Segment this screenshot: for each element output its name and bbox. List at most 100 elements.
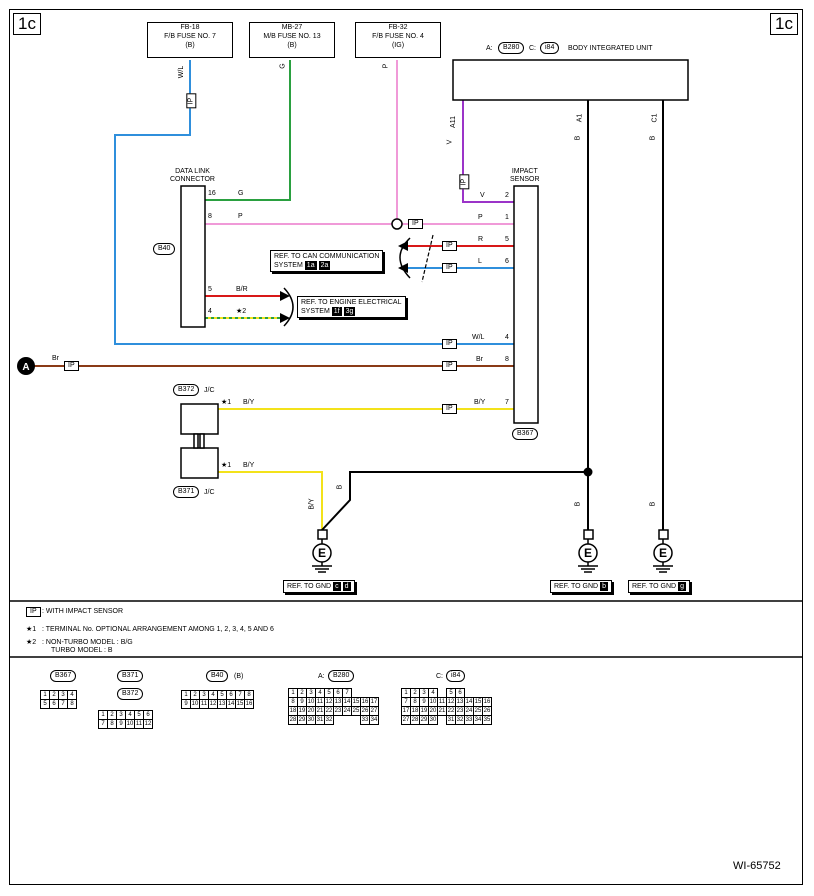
conn-b280-prefix: A:: [318, 673, 325, 680]
splice-p: [391, 218, 403, 230]
section-tag-right: 1c: [770, 13, 798, 35]
body-unit-prefix-c: C:: [529, 45, 536, 52]
legend-star2-label: ★2: [26, 639, 37, 646]
conn-b280-label: B280: [328, 670, 355, 682]
label-v-top: V: [446, 139, 454, 145]
legend-star1-text: : TERMINAL No. OPTIONAL ARRANGEMENT AMON…: [42, 626, 274, 633]
label-b-gnd1: B: [336, 484, 344, 490]
sensor-pin-2: 2: [505, 192, 509, 199]
label-p-dlc: P: [238, 213, 243, 220]
ground-e-3: E: [659, 546, 667, 560]
ground-e-2: E: [584, 546, 592, 560]
label-a1: A1: [576, 113, 584, 123]
section-tag-left: 1c: [13, 13, 41, 35]
sensor-pin-1: 1: [505, 214, 509, 221]
ip-box-by: IP: [442, 404, 457, 414]
point-a-label: A: [22, 362, 29, 373]
legend-star2-text: : NON-TURBO MODEL : B/G: [42, 639, 133, 646]
point-a-circle: [17, 357, 35, 375]
sensor-pin-6: 6: [505, 258, 509, 265]
label-c1: C1: [651, 113, 659, 123]
conn-b372-label: B372: [117, 688, 144, 700]
jc-b372-label: J/C: [204, 387, 215, 394]
jc-b371-label: J/C: [204, 489, 215, 496]
label-star1-bottom: ★1: [221, 462, 232, 469]
sensor-pin-7: 7: [505, 399, 509, 406]
ip-box-br-left: IP: [64, 361, 79, 371]
label-star1-top: ★1: [221, 399, 232, 406]
conn-i84-label: i84: [446, 670, 466, 682]
label-g-top: G: [279, 63, 287, 69]
label-r-sensor: R: [478, 236, 484, 243]
legend-ip-box: IP: [26, 607, 41, 617]
body-unit-name: BODY INTEGRATED UNIT: [568, 45, 653, 52]
dlc-pin-16: 16: [208, 190, 216, 197]
sensor-pin-8: 8: [505, 356, 509, 363]
label-b-gnd3: B: [649, 501, 657, 507]
label-wl-sensor: W/L: [472, 334, 485, 341]
wire-b-gnd1: [321, 471, 588, 531]
legend-ip-text: : WITH IMPACT SENSOR: [42, 608, 124, 615]
ground-symbols: [312, 529, 673, 573]
figure-id: WI-65752: [733, 860, 781, 872]
arrow-engine-br: [280, 291, 290, 301]
ip-box-wl: IP: [186, 93, 197, 109]
wire-wl: [114, 60, 514, 345]
sensor-pin-5: 5: [505, 236, 509, 243]
conn-b40-suffix: (B): [234, 673, 244, 680]
jc-b372-conn: B372: [173, 384, 200, 396]
dlc-pin-4: 4: [208, 308, 212, 315]
ip-box-br-right: IP: [442, 361, 457, 371]
impact-sensor-box: [513, 185, 539, 424]
label-star2-dlc: ★2: [236, 308, 247, 315]
wire-g: [205, 60, 291, 201]
dlc-conn: B40: [153, 243, 176, 255]
jc-b371-conn: B371: [173, 486, 200, 498]
conn-b371-label: B371: [117, 670, 144, 682]
label-by-sensor: B/Y: [474, 399, 486, 406]
arrow-engine-bg: [280, 313, 290, 323]
ip-box-r: IP: [442, 241, 457, 251]
ip-box-l: IP: [442, 263, 457, 273]
label-by-jc-top: B/Y: [243, 399, 255, 406]
impact-conn: B367: [512, 428, 539, 440]
label-a11: A11: [449, 116, 457, 128]
dlc-pin-5: 5: [208, 286, 212, 293]
bracket-can: [399, 237, 411, 279]
label-by-gnd1: B/Y: [308, 498, 316, 510]
label-p-top: P: [382, 63, 390, 69]
body-unit-prefix-a: A:: [486, 45, 493, 52]
conn-i84-prefix: C:: [436, 673, 443, 680]
body-unit-box: [452, 59, 689, 101]
legend-star2-text2: TURBO MODEL : B: [51, 647, 113, 654]
dlc-pin-8: 8: [208, 213, 212, 220]
junction-dot: [583, 467, 593, 477]
label-wl-top: W/L: [178, 65, 186, 79]
label-br-left: Br: [52, 355, 59, 362]
legend-star1-label: ★1: [26, 626, 37, 633]
label-b-a1: B: [574, 135, 582, 141]
wire-v: [462, 100, 514, 203]
label-b-gnd2: B: [574, 501, 582, 507]
label-p-sensor: P: [478, 214, 483, 221]
ground-e-1: E: [318, 546, 326, 560]
body-unit-conn-a: B280: [498, 42, 525, 54]
ip-box-v: IP: [459, 174, 470, 190]
label-br-sensor: Br: [476, 356, 483, 363]
label-br-dlc: B/R: [236, 286, 248, 293]
